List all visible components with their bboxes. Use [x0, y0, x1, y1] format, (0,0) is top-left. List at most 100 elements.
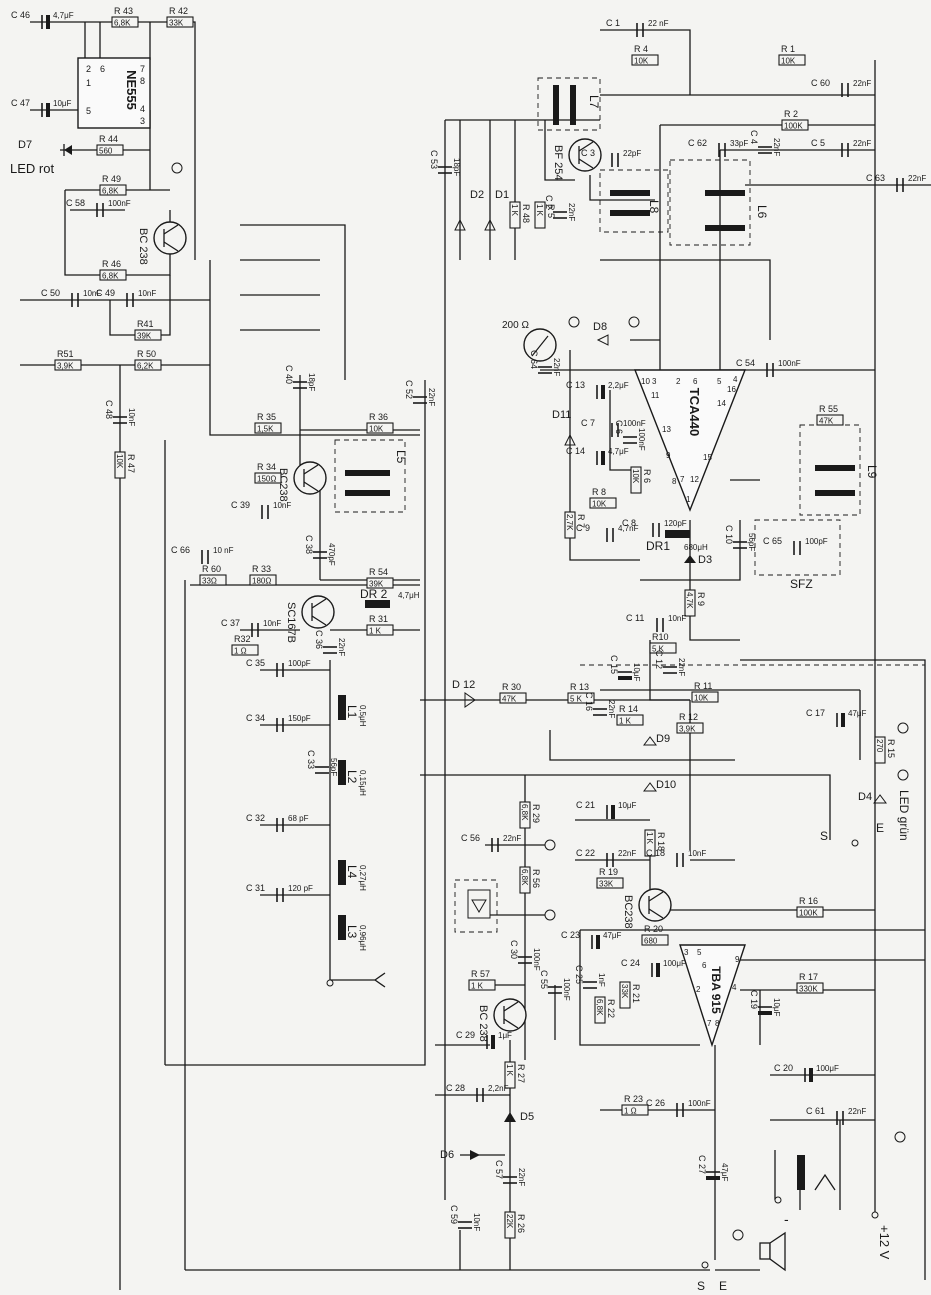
capacitor-value: 22nF [567, 203, 576, 221]
capacitor-name: C 65 [763, 536, 782, 546]
resistor-body [691, 691, 719, 703]
capacitor-name: C 24 [621, 958, 640, 968]
capacitor-name: C 16 [584, 692, 594, 711]
resistor-name: R 43 [114, 6, 133, 16]
capacitor-plate [706, 1176, 720, 1180]
capacitor-value: 100nF [688, 1099, 711, 1108]
capacitor-name: C 26 [646, 1098, 665, 1108]
resistor-body [366, 577, 394, 589]
capacitor-value: 10nF [688, 849, 706, 858]
resistor-r23: 1 ΩR 23 [621, 1094, 649, 1116]
capacitor-value: 10nF [472, 1213, 481, 1231]
capacitor-value: 1nF [597, 973, 606, 987]
resistor-name: R 44 [99, 134, 118, 144]
resistor-body [621, 1104, 649, 1116]
resistor-value: 180Ω [252, 577, 271, 586]
ne555-pin: 5 [86, 106, 91, 116]
resistor-name: R 33 [252, 564, 271, 574]
capacitor-value: 22nF [908, 174, 926, 183]
capacitor-name: C 32 [246, 813, 265, 823]
resistor-value: 1 Ω [624, 1107, 637, 1116]
diode-d11: D11 [552, 409, 571, 421]
tca440-pin: 14 [717, 399, 726, 408]
transistor-body [301, 595, 335, 629]
capacitor-value: 10nF [273, 501, 291, 510]
capacitor-value: 33pF [730, 139, 748, 148]
capacitor-plate [841, 713, 845, 727]
diode-d5: D5 [520, 1111, 534, 1123]
capacitor-value: 22nF [848, 1107, 866, 1116]
inductor-value: 0,15μH [358, 770, 367, 796]
resistor-body [231, 644, 259, 656]
resistor-value: 1 K [535, 204, 544, 217]
resistor-value: 6,8K [102, 272, 119, 281]
resistor-body [254, 422, 282, 434]
resistor-value: 10K [781, 57, 796, 66]
led-red-label: LED rot [10, 161, 54, 176]
capacitor-value: 22pF [623, 149, 641, 158]
resistor-name: R 1 [781, 44, 795, 54]
resistor-value: 10K [592, 500, 607, 509]
resistor-name: R 22 [606, 999, 616, 1018]
diode-d4: D4 [858, 791, 872, 803]
resistor-value: 10K [369, 425, 384, 434]
inductor-name: L7 [587, 95, 601, 109]
switch-e-label: E [719, 1279, 727, 1293]
resistor-value: 270 [875, 739, 884, 753]
capacitor-value: 22nF [677, 658, 686, 676]
resistor-name: R10 [652, 632, 669, 642]
capacitor-name: C 15 [609, 655, 619, 674]
resistor-body [796, 906, 824, 918]
capacitor-value: 2,2μF [608, 381, 629, 390]
capacitor-value: 120 pF [288, 884, 313, 893]
capacitor-name: C 63 [866, 173, 885, 183]
capacitor-value: 22 nF [648, 19, 669, 28]
diode-name: D3 [698, 554, 712, 566]
transistor-collector [303, 464, 319, 475]
antenna-icon [374, 972, 386, 988]
capacitor-name: C 8 [622, 518, 636, 528]
resistor-value: 6,2K [137, 362, 154, 371]
tca440-pin: 2 [676, 377, 681, 386]
inductor-value: 680μH [684, 543, 708, 552]
capacitor-value: 10 nF [213, 546, 234, 555]
capacitor-name: C 3 [581, 148, 595, 158]
resistor-value: 39K [369, 580, 384, 589]
capacitor-name: C 38 [304, 535, 314, 554]
capacitor-name: C 40 [284, 365, 294, 384]
tba915-label: TBA 915 [709, 966, 723, 1014]
resistor-name: R 30 [502, 682, 521, 692]
resistor-value: 5 K [652, 645, 665, 654]
capacitor-name: C 37 [221, 618, 240, 628]
capacitor-c3: C 3 22pF [581, 148, 641, 167]
resistor-body [468, 979, 496, 991]
capacitor-plate [758, 1011, 772, 1015]
capacitor-value: 22nF [853, 139, 871, 148]
resistor-body [366, 624, 394, 636]
capacitor-name: C 31 [246, 883, 265, 893]
resistor-body [509, 201, 521, 229]
resistor-value: 10K [694, 694, 709, 703]
ne555-pin: 1 [86, 78, 91, 88]
capacitor-name: C 60 [811, 78, 830, 88]
